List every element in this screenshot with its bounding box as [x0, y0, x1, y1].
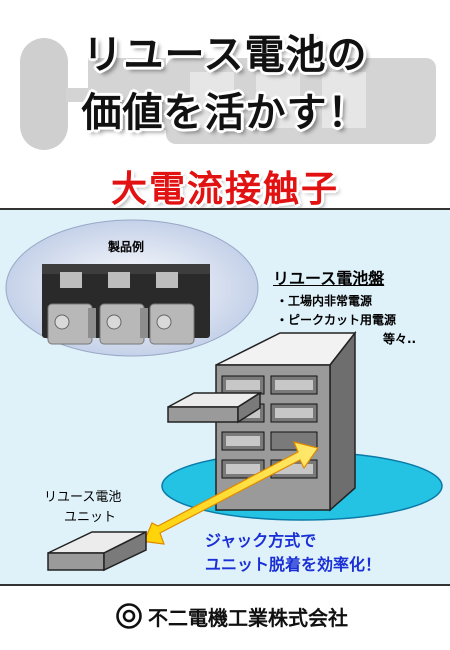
subtitle: 大電流接触子 [110, 169, 339, 208]
callout-line-2: ユニット脱着を効率化！ [205, 555, 382, 574]
bottom-divider [0, 584, 450, 586]
company-logo-icon [116, 603, 142, 629]
headline-line-2: 価値を活かす！ [81, 90, 369, 136]
unit-label-line-2: ユニット [64, 510, 117, 525]
battery-panel-title: リユース電池盤 [273, 269, 385, 288]
callout-line-1: ジャック方式で [205, 531, 317, 550]
unit-label-line-1: リユース電池 [44, 490, 122, 505]
company-name: 不二電機工業株式会社 [148, 606, 348, 630]
terminal-block-photo [42, 264, 210, 345]
battery-unit-block [47, 530, 147, 572]
illustration-drawing [5, 219, 443, 572]
top-divider [0, 208, 450, 210]
illustration-panel: 製品例 リユース電池盤 ・工場内非常電源 ・ピークカット用電源 等々.. リユー… [0, 210, 450, 584]
battery-cabinet [215, 330, 357, 512]
use-item-2: ・ピークカット用電源 [276, 313, 397, 327]
footer: 不二電機工業株式会社 [0, 586, 450, 650]
use-item-1: ・工場内非常電源 [276, 294, 373, 308]
plug-watermark-icon [20, 38, 436, 150]
pulled-out-unit [167, 391, 263, 424]
use-item-3: 等々.. [383, 332, 417, 346]
header: リユース電池の 価値を活かす！ 大電流接触子 [0, 0, 450, 208]
product-example-label: 製品例 [108, 240, 145, 254]
headline-line-1: リユース電池の [82, 32, 368, 78]
